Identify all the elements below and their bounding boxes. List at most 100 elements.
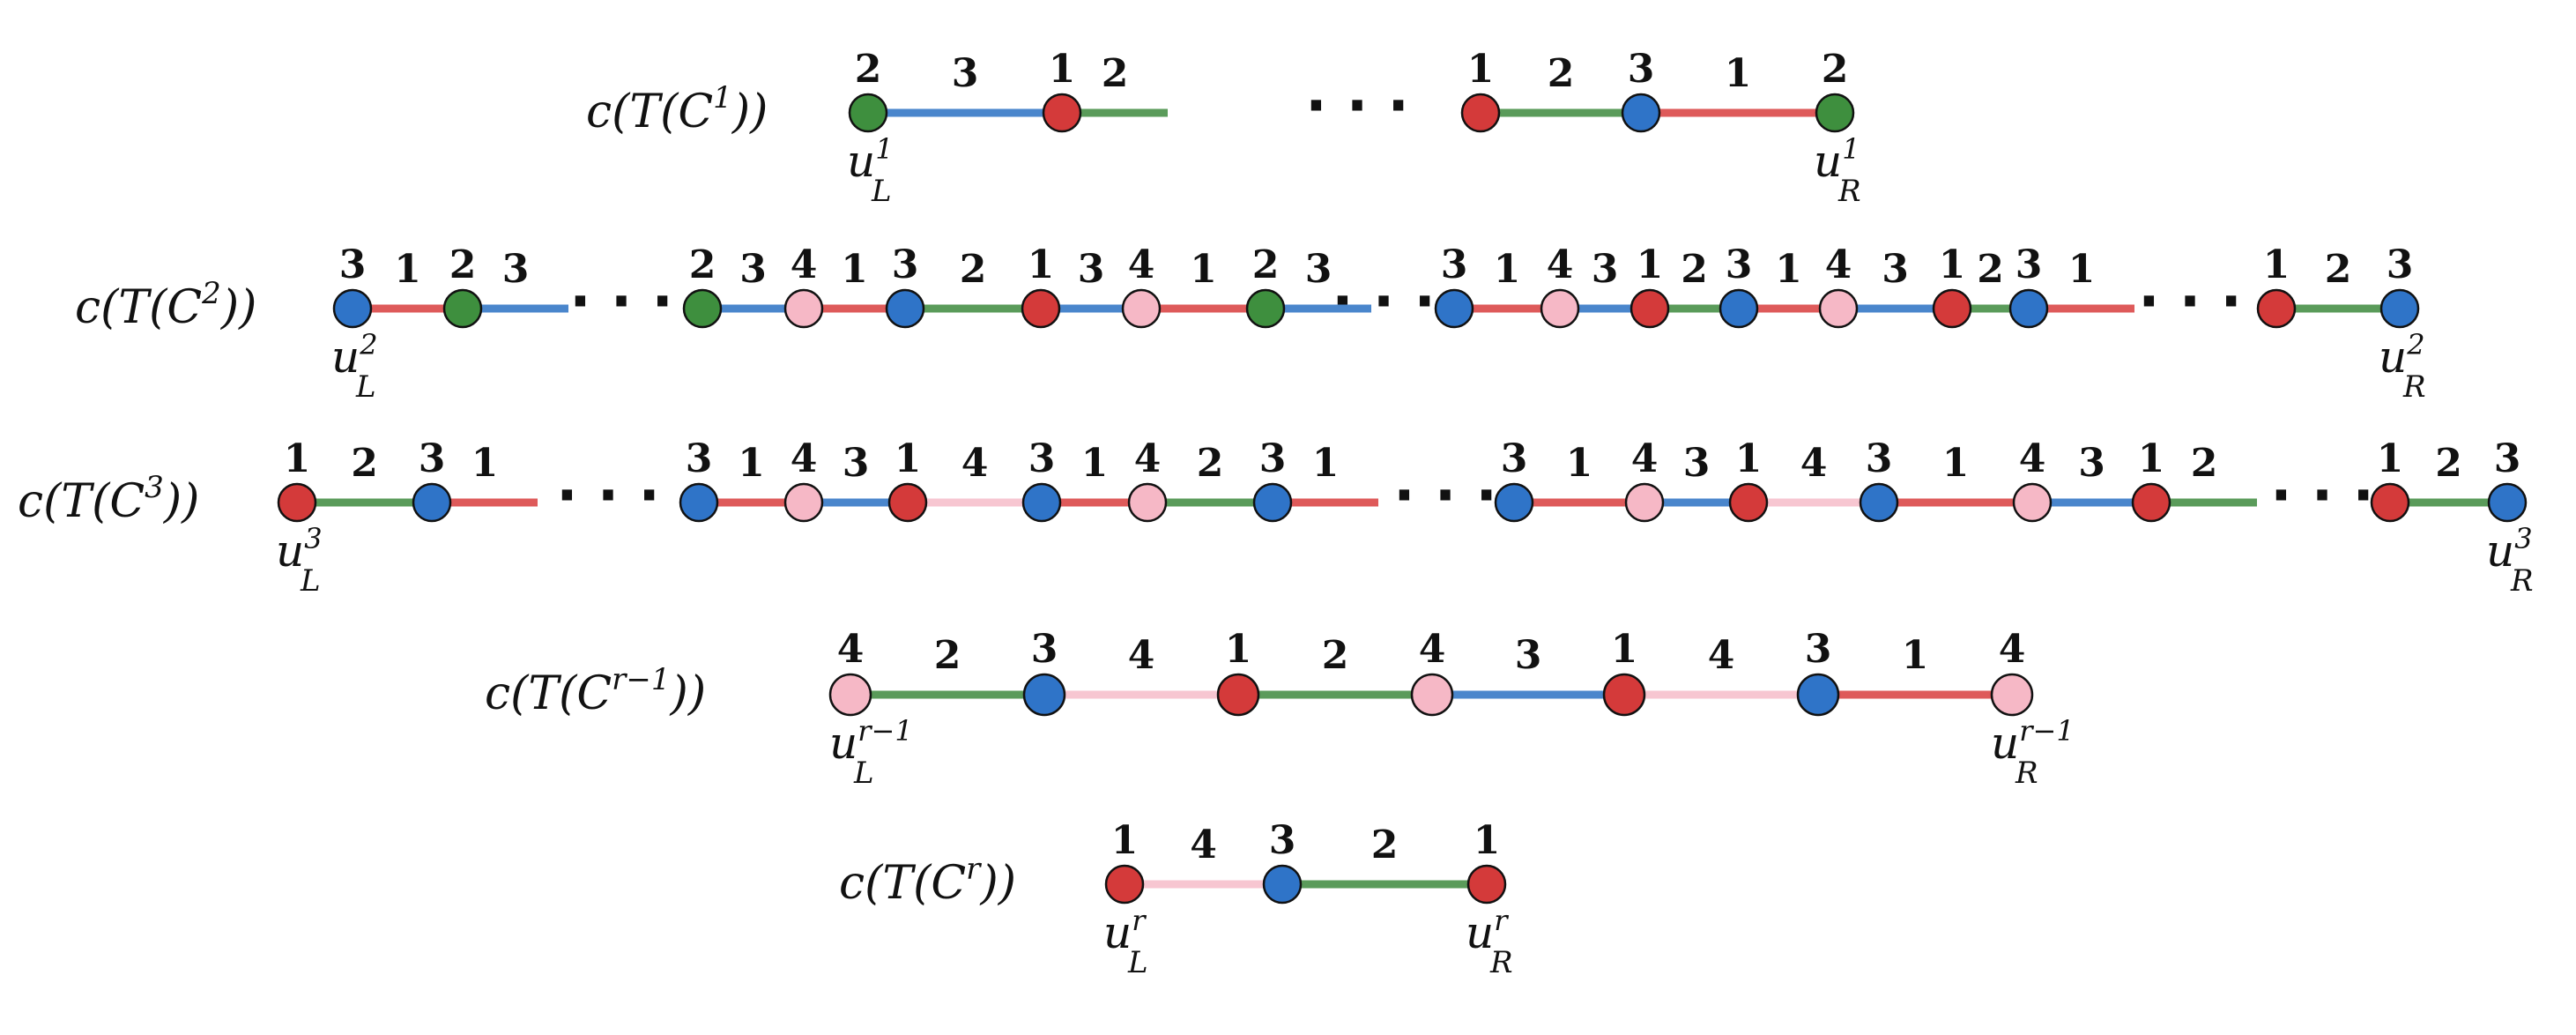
edge-color-label: 1 xyxy=(1081,441,1109,486)
vertex xyxy=(1815,93,1855,133)
vertex xyxy=(783,288,824,329)
vertex-color-label: 4 xyxy=(1419,627,1446,672)
endpoint-label-base: u xyxy=(1814,136,1842,187)
vertex-color-label: 3 xyxy=(2494,436,2521,481)
endpoint-label-subscript: L xyxy=(871,174,892,209)
row-label-superscript: 1 xyxy=(713,80,732,115)
edge-color-label: 1 xyxy=(1942,441,1970,486)
endpoint-label-superscript: r−1 xyxy=(857,714,912,748)
edge-color-label: 3 xyxy=(843,441,870,486)
vertex xyxy=(1121,288,1162,329)
edge-color-label: 2 xyxy=(1548,51,1575,96)
edge-color-label: 1 xyxy=(1566,441,1593,486)
vertex xyxy=(2131,482,2171,523)
vertex-color-label: 3 xyxy=(339,242,367,287)
row-label-close: )) xyxy=(670,667,707,720)
vertex xyxy=(1434,288,1474,329)
vertex xyxy=(2487,482,2528,523)
vertex-color-label: 3 xyxy=(1866,436,1893,481)
endpoint-label-base: u xyxy=(847,136,875,187)
vertex xyxy=(1624,482,1665,523)
ellipsis: · · · xyxy=(2270,464,2374,529)
vertex-color-label: 4 xyxy=(1631,436,1659,481)
vertex xyxy=(1021,288,1061,329)
endpoint-label-superscript: 3 xyxy=(304,522,322,555)
endpoint-label-base: u xyxy=(331,331,360,383)
edge-color-label: 3 xyxy=(1078,247,1105,292)
edge-color-label: 2 xyxy=(1102,51,1129,96)
endpoint-label-superscript: 2 xyxy=(359,328,377,361)
edge-color-label: 2 xyxy=(1197,441,1224,486)
endpoint-label-right: u1 xyxy=(1814,132,1860,187)
vertex-color-label: 2 xyxy=(689,242,716,287)
edge-color-label: 1 xyxy=(1775,247,1802,292)
edge-color-label: 3 xyxy=(952,51,979,96)
vertex-color-label: 1 xyxy=(1111,818,1139,863)
vertex xyxy=(1127,482,1168,523)
vertex-color-label: 3 xyxy=(1259,436,1287,481)
row-label-superscript: r−1 xyxy=(612,662,670,697)
endpoint-label-base: u xyxy=(829,718,857,769)
row-label-close: )) xyxy=(731,86,768,138)
endpoint-label-base: u xyxy=(1991,718,2019,769)
vertex xyxy=(887,482,928,523)
vertex-color-label: 1 xyxy=(1637,242,1664,287)
edge-color-label: 1 xyxy=(1312,441,1340,486)
edge-color-label: 1 xyxy=(2068,247,2096,292)
vertex-color-label: 3 xyxy=(1441,242,1468,287)
vertex xyxy=(1460,93,1501,133)
endpoint-label-left: u2 xyxy=(331,328,378,383)
vertex xyxy=(1262,864,1303,905)
row-label-close: )) xyxy=(163,475,200,528)
endpoint-label-left: u1 xyxy=(847,132,894,187)
edge-color-label: 4 xyxy=(1708,633,1735,678)
endpoint-label-superscript: 3 xyxy=(2514,522,2532,555)
row-label: c(T(C3)) xyxy=(18,470,199,528)
row-label: c(T(C2)) xyxy=(75,276,256,334)
edge-color-label: 3 xyxy=(1592,247,1619,292)
edge-color-label: 2 xyxy=(960,247,987,292)
vertex xyxy=(783,482,824,523)
vertex-color-label: 3 xyxy=(2016,242,2043,287)
edge-color-label: 2 xyxy=(351,441,378,486)
vertex xyxy=(1466,864,1507,905)
row-label-main: c(T(C xyxy=(485,667,612,720)
vertex-color-label: 4 xyxy=(1547,242,1574,287)
vertex-color-label: 3 xyxy=(892,242,919,287)
edge-color-label: 2 xyxy=(2435,441,2462,486)
vertex-color-label: 3 xyxy=(1726,242,1753,287)
vertex xyxy=(1104,864,1145,905)
edge-color-label: 4 xyxy=(1800,441,1828,486)
vertex xyxy=(1021,482,1062,523)
row-label-close: )) xyxy=(220,281,257,334)
vertex-color-label: 1 xyxy=(895,436,922,481)
edge-color-label: 3 xyxy=(502,247,530,292)
vertex xyxy=(1602,673,1646,717)
edge-color-label: 2 xyxy=(1371,823,1399,867)
vertex xyxy=(442,288,483,329)
vertex-color-label: 1 xyxy=(284,436,311,481)
row-label-main: c(T(C xyxy=(18,475,145,528)
endpoint-label-base: u xyxy=(2486,525,2514,577)
vertex-color-label: 3 xyxy=(2387,242,2414,287)
endpoint-label-right: ur xyxy=(1466,904,1509,958)
endpoint-label-subscript: L xyxy=(853,756,874,791)
endpoint-label-superscript: r xyxy=(1494,904,1509,937)
ellipsis: · · · xyxy=(569,270,673,335)
vertex xyxy=(1796,673,1840,717)
edge-color-label: 1 xyxy=(1494,247,1521,292)
vertex xyxy=(885,288,925,329)
vertex-color-label: 4 xyxy=(791,436,818,481)
endpoint-label-superscript: 2 xyxy=(2406,328,2424,361)
vertex-color-label: 3 xyxy=(1628,47,1655,92)
vertex xyxy=(1719,288,1759,329)
